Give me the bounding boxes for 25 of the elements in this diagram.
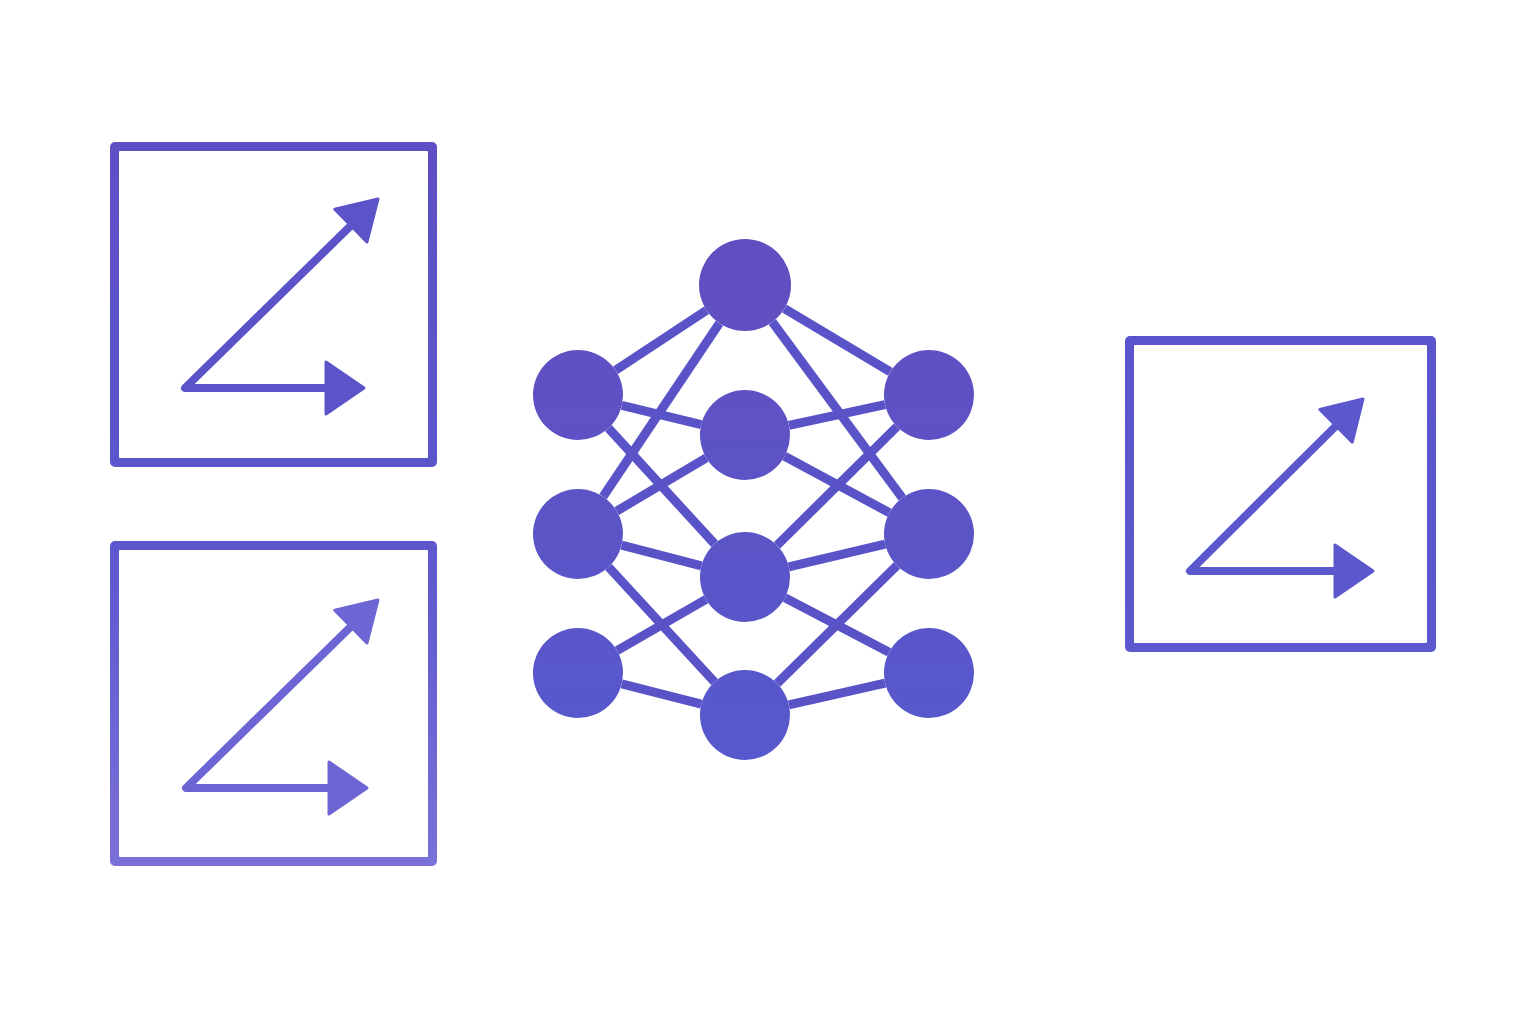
connector-line	[605, 564, 718, 685]
connector-line	[768, 319, 906, 501]
neuron-circle	[884, 489, 974, 579]
connector-line	[787, 678, 887, 710]
neuron-circle	[699, 239, 791, 331]
connector-line	[788, 400, 886, 430]
connector-line	[599, 320, 724, 500]
connector-line	[773, 423, 901, 549]
neuron-circle	[700, 532, 790, 622]
connector-line	[782, 452, 892, 517]
connector-line	[782, 304, 893, 376]
connector-line	[614, 595, 709, 655]
connector-line	[773, 562, 901, 687]
connector-line	[620, 401, 703, 429]
vector-frame	[110, 541, 437, 866]
connector-line	[605, 425, 718, 547]
vector-frame	[110, 142, 437, 467]
connector-line	[782, 593, 892, 657]
neuron-circle	[700, 670, 790, 760]
connector-line	[787, 539, 887, 572]
connector-line	[620, 679, 703, 709]
vector-frame	[1125, 336, 1436, 652]
connector-line	[613, 306, 710, 374]
connector-line	[614, 454, 709, 515]
connector-line	[620, 540, 703, 571]
